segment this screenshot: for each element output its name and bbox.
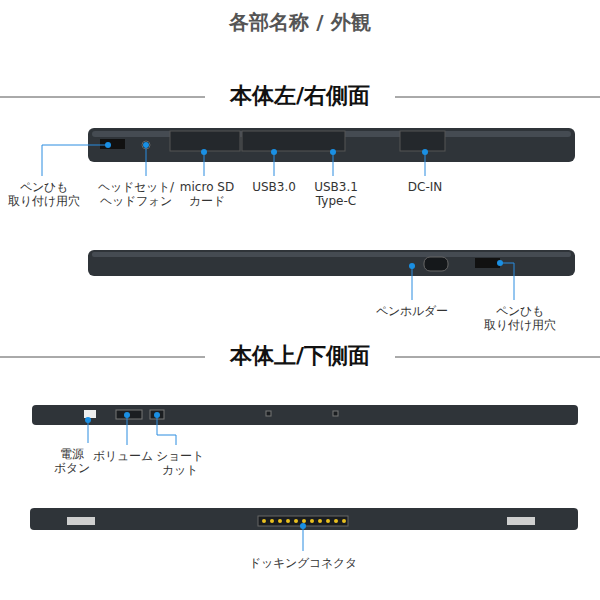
part-name: 電源 ボタン xyxy=(51,447,93,476)
part-name: ドッキングコネクタ xyxy=(238,556,368,570)
tablet-left-side xyxy=(88,128,575,162)
tablet-right-side xyxy=(88,250,575,276)
header-rules xyxy=(0,97,600,357)
part-name: USB3.0 xyxy=(246,180,302,194)
part-name: ショート カット xyxy=(153,449,207,478)
part-name: ペンひも 取り付け用穴 xyxy=(479,304,561,333)
page-title: 各部名称 / 外観 xyxy=(229,10,370,34)
part-name: USB3.1 Type-C xyxy=(305,180,367,209)
part-name: ペンホルダー xyxy=(372,304,452,318)
part-name: ヘッドセット/ ヘッドフォン xyxy=(94,180,178,209)
section-heading: 本体上/下側面 xyxy=(224,343,376,369)
part-name: DC-IN xyxy=(395,180,455,194)
callout-dots xyxy=(85,142,503,529)
part-name: ボリューム xyxy=(90,449,156,463)
leader-lines xyxy=(42,145,514,551)
part-name: ペンひも 取り付け用穴 xyxy=(3,180,85,209)
part-name: micro SD カード xyxy=(176,180,238,209)
tablet-top-side xyxy=(32,405,578,425)
tablet-bottom-side xyxy=(30,508,578,530)
section-heading: 本体左/右側面 xyxy=(224,83,376,109)
